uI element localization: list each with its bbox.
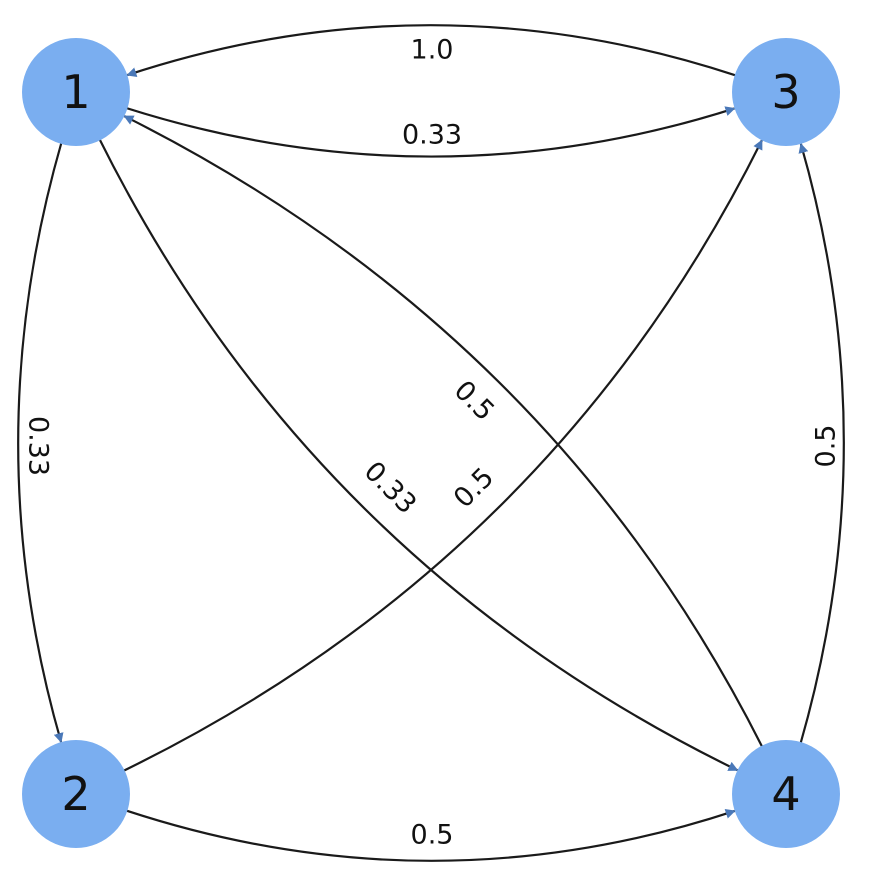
- edge-1-to-2: [17, 141, 64, 744]
- edge-weight-label-2-to-4: 0.5: [411, 820, 454, 851]
- edge-3-to-1: [126, 24, 737, 78]
- edge-4-to-1: [123, 115, 764, 749]
- node-4: 4: [732, 740, 840, 848]
- node-2-label: 2: [61, 767, 90, 821]
- edge-weight-label-4-to-3: 0.5: [811, 425, 842, 468]
- edge-2-to-4: [125, 808, 736, 862]
- edge-weight-label-2-to-3: 0.5: [448, 462, 500, 514]
- node-2: 2: [22, 740, 130, 848]
- node-3-label: 3: [771, 65, 800, 119]
- node-2-circle: [22, 740, 130, 848]
- nodes-layer: 1 2 3 4: [22, 38, 840, 848]
- node-3-circle: [732, 38, 840, 146]
- edge-weight-label-3-to-1: 1.0: [411, 35, 454, 66]
- node-1-circle: [22, 38, 130, 146]
- node-4-circle: [732, 740, 840, 848]
- edge-1-to-4: [98, 138, 739, 772]
- edge-2-to-3: [122, 139, 763, 773]
- edge-1-to-3: [125, 106, 736, 158]
- edges-layer: [17, 24, 845, 862]
- node-4-label: 4: [771, 767, 800, 821]
- edge-weight-label-1-to-2: 0.33: [23, 416, 54, 476]
- node-1: 1: [22, 38, 130, 146]
- node-3: 3: [732, 38, 840, 146]
- edge-weight-label-4-to-1: 0.5: [448, 375, 500, 427]
- edge-4-to-3: [798, 142, 845, 745]
- node-1-label: 1: [61, 65, 90, 119]
- edge-weight-label-1-to-3: 0.33: [402, 120, 462, 151]
